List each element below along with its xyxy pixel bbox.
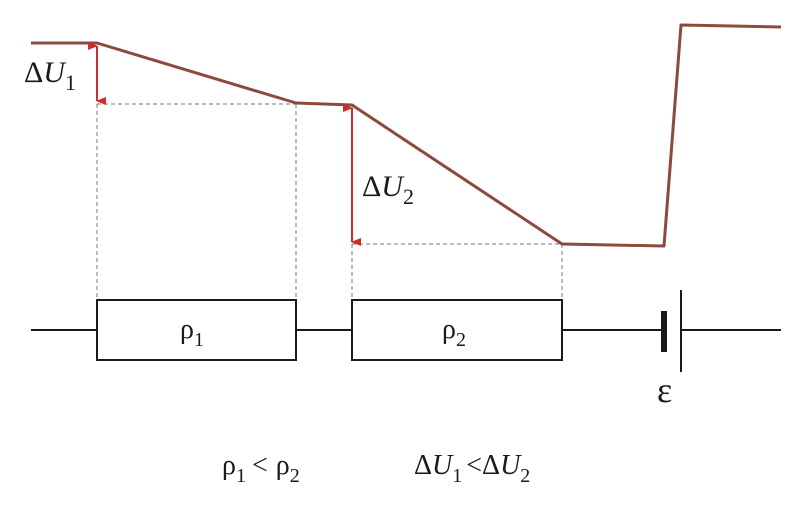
guide-lines <box>96 103 563 300</box>
delta-u1-label: ΔU1 <box>24 56 76 95</box>
resistor-2 <box>351 299 563 361</box>
circuit <box>31 290 781 372</box>
potential-line <box>31 23 782 248</box>
rho-relation: ρ1<ρ2 <box>222 450 300 487</box>
voltage-relation: ΔU1<ΔU2 <box>414 450 530 487</box>
resistor-1 <box>96 299 297 361</box>
rho2-label: ρ2 <box>442 314 466 351</box>
delta-u2-label: ΔU2 <box>362 170 414 209</box>
rho1-label: ρ1 <box>180 314 204 351</box>
emf-label: ε <box>657 370 672 410</box>
